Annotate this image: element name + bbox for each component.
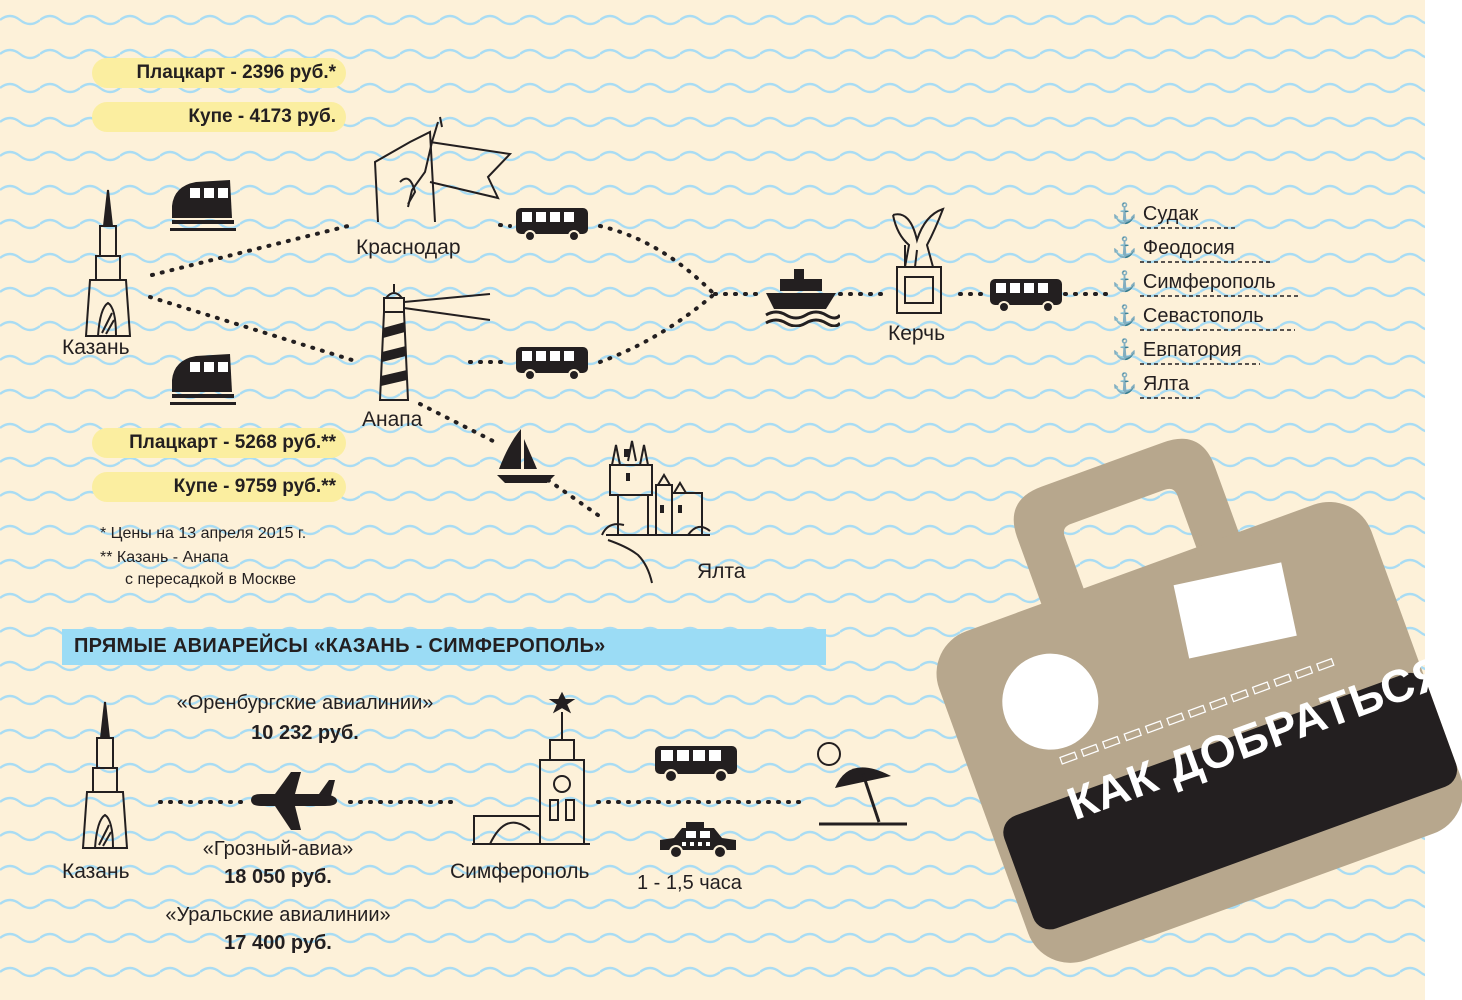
airline-name: «Уральские авиалинии»: [165, 904, 391, 926]
suitcase-icon: [936, 438, 1462, 963]
price-kupe-top: Купе - 4173 руб.: [92, 102, 346, 132]
price-kupe-bottom: Купе - 9759 руб.**: [92, 472, 346, 502]
sailboat-icon: [497, 429, 555, 483]
beach-umbrella-icon: [817, 742, 907, 826]
kerch-griffin-icon: [892, 207, 945, 314]
anchor-icon: ⚓: [1112, 271, 1137, 293]
flights-banner: ПРЯМЫЕ АВИАРЕЙСЫ «КАЗАНЬ - СИМФЕРОПОЛЬ»: [62, 629, 826, 665]
footnote-transfer: ** Казань - Анапа: [100, 549, 229, 566]
train-icon: [170, 354, 236, 405]
anchor-icon: ⚓: [1112, 339, 1137, 361]
flight-origin: Казань: [62, 860, 130, 883]
destination-item: ⚓Феодосия: [1112, 237, 1235, 259]
taxi-icon: [660, 822, 736, 859]
price-platzkart-bottom: Плацкарт - 5268 руб.**: [92, 428, 346, 458]
route-kazan-krasnodar: [150, 223, 354, 277]
flights-heading: ПРЯМЫЕ АВИАРЕЙСЫ «КАЗАНЬ - СИМФЕРОПОЛЬ»: [74, 635, 606, 657]
destination-item: ⚓Судак: [1112, 203, 1199, 225]
train-icon: [170, 180, 236, 231]
destination-item: ⚓Ялта: [1112, 373, 1190, 395]
route-anapa-kerch: [598, 294, 714, 364]
bus-icon: [990, 279, 1062, 313]
destination-item: ⚓Севастополь: [1112, 305, 1264, 327]
airline-price: 18 050 руб.: [224, 866, 332, 888]
bus-icon: [516, 347, 588, 381]
city-krasnodar: Краснодар: [356, 236, 461, 259]
city-kerch: Керчь: [888, 322, 946, 345]
destination-item: ⚓Евпатория: [1112, 339, 1242, 361]
kazan-tower-icon: [81, 701, 129, 849]
krasnodar-monument-icon: [373, 116, 513, 223]
airline-price: 17 400 руб.: [224, 932, 332, 954]
anchor-icon: ⚓: [1112, 203, 1137, 225]
city-kazan: Казань: [62, 336, 130, 359]
anchor-icon: ⚓: [1112, 373, 1137, 395]
footnote-date: * Цены на 13 апреля 2015 г.: [100, 525, 307, 542]
bus-icon: [655, 746, 737, 783]
plane-icon: [251, 772, 337, 830]
airline-price: 10 232 руб.: [251, 722, 359, 744]
route-boat-yalta: [546, 478, 607, 522]
price-platzkart-top: Плацкарт - 2396 руб.*: [92, 58, 346, 88]
anapa-lighthouse-icon: [378, 284, 491, 401]
route-anapa-boat: [418, 402, 497, 444]
airline-name: «Грозный-авиа»: [202, 838, 354, 860]
anchor-icon: ⚓: [1112, 305, 1137, 327]
yalta-castle-icon: [601, 440, 711, 584]
airline-name: «Оренбургские авиалинии»: [176, 692, 434, 714]
anchor-icon: ⚓: [1112, 237, 1137, 259]
simferopol-station-icon: [472, 691, 590, 845]
destination-item: ⚓Симферополь: [1112, 271, 1276, 293]
footnote-transfer-2: с пересадкой в Москве: [125, 571, 297, 588]
ship-icon: [765, 269, 840, 327]
route-krasnodar-kerch: [598, 224, 714, 294]
bus-icon: [516, 208, 588, 242]
kazan-tower-icon: [84, 189, 132, 337]
city-anapa: Анапа: [362, 408, 423, 431]
flight-destination: Симферополь: [450, 860, 590, 883]
city-yalta: Ялта: [697, 560, 746, 583]
transfer-time: 1 - 1,5 часа: [637, 872, 742, 894]
